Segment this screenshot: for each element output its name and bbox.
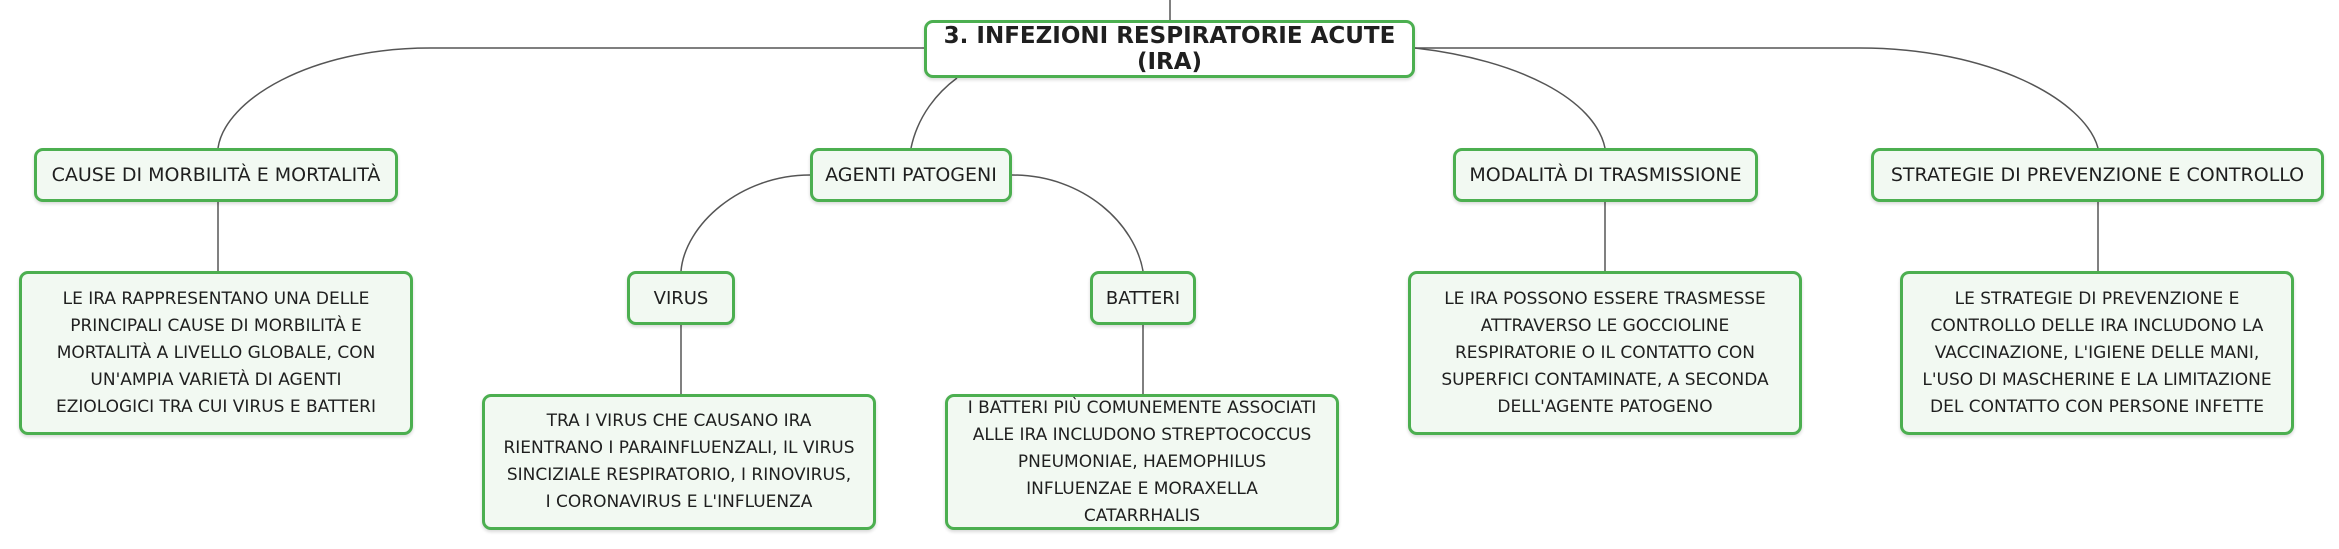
node-agenti-patogeni[interactable]: AGENTI PATOGENI: [810, 148, 1012, 202]
node-trasmissione-title: MODALITÀ DI TRASMISSIONE: [1469, 164, 1742, 186]
connector-agenti-virus: [680, 174, 811, 272]
node-batteri-description[interactable]: I BATTERI PIÙ COMUNEMENTE ASSOCIATI ALLE…: [945, 394, 1339, 530]
node-virus-description[interactable]: TRA I VIRUS CHE CAUSANO IRA RIENTRANO I …: [482, 394, 876, 530]
connector-agenti-batteri: [1011, 174, 1144, 272]
connector-root-cause: [217, 47, 924, 149]
node-cause-title: CAUSE DI MORBILITÀ E MORTALITÀ: [51, 164, 381, 186]
node-agenti-title: AGENTI PATOGENI: [825, 164, 997, 186]
node-virus[interactable]: VIRUS: [627, 271, 735, 325]
batteri-description-text: I BATTERI PIÙ COMUNEMENTE ASSOCIATI ALLE…: [967, 397, 1317, 526]
node-prevenzione[interactable]: STRATEGIE DI PREVENZIONE E CONTROLLO: [1871, 148, 2324, 202]
prevenzione-description-text: LE STRATEGIE DI PREVENZIONE E CONTROLLO …: [1922, 288, 2272, 417]
node-batteri[interactable]: BATTERI: [1090, 271, 1196, 325]
node-prevenzione-description[interactable]: LE STRATEGIE DI PREVENZIONE E CONTROLLO …: [1900, 271, 2294, 435]
root-title: 3. INFEZIONI RESPIRATORIE ACUTE (IRA): [943, 23, 1396, 75]
node-trasmissione-description[interactable]: LE IRA POSSONO ESSERE TRASMESSE ATTRAVER…: [1408, 271, 1802, 435]
connector-root-trasmissione: [1414, 47, 1606, 149]
virus-description-text: TRA I VIRUS CHE CAUSANO IRA RIENTRANO I …: [503, 411, 855, 512]
connector-root-prevenzione: [1415, 47, 2099, 149]
connector-root-agenti: [910, 77, 958, 149]
node-cause-description[interactable]: LE IRA RAPPRESENTANO UNA DELLE PRINCIPAL…: [19, 271, 413, 435]
node-cause[interactable]: CAUSE DI MORBILITÀ E MORTALITÀ: [34, 148, 398, 202]
cause-description-text: LE IRA RAPPRESENTANO UNA DELLE PRINCIPAL…: [55, 288, 377, 417]
trasmissione-description-text: LE IRA POSSONO ESSERE TRASMESSE ATTRAVER…: [1441, 288, 1769, 417]
root-node[interactable]: 3. INFEZIONI RESPIRATORIE ACUTE (IRA): [924, 20, 1415, 78]
node-virus-title: VIRUS: [653, 287, 709, 309]
node-batteri-title: BATTERI: [1105, 287, 1181, 309]
node-prevenzione-title: STRATEGIE DI PREVENZIONE E CONTROLLO: [1890, 164, 2305, 186]
node-trasmissione[interactable]: MODALITÀ DI TRASMISSIONE: [1453, 148, 1758, 202]
